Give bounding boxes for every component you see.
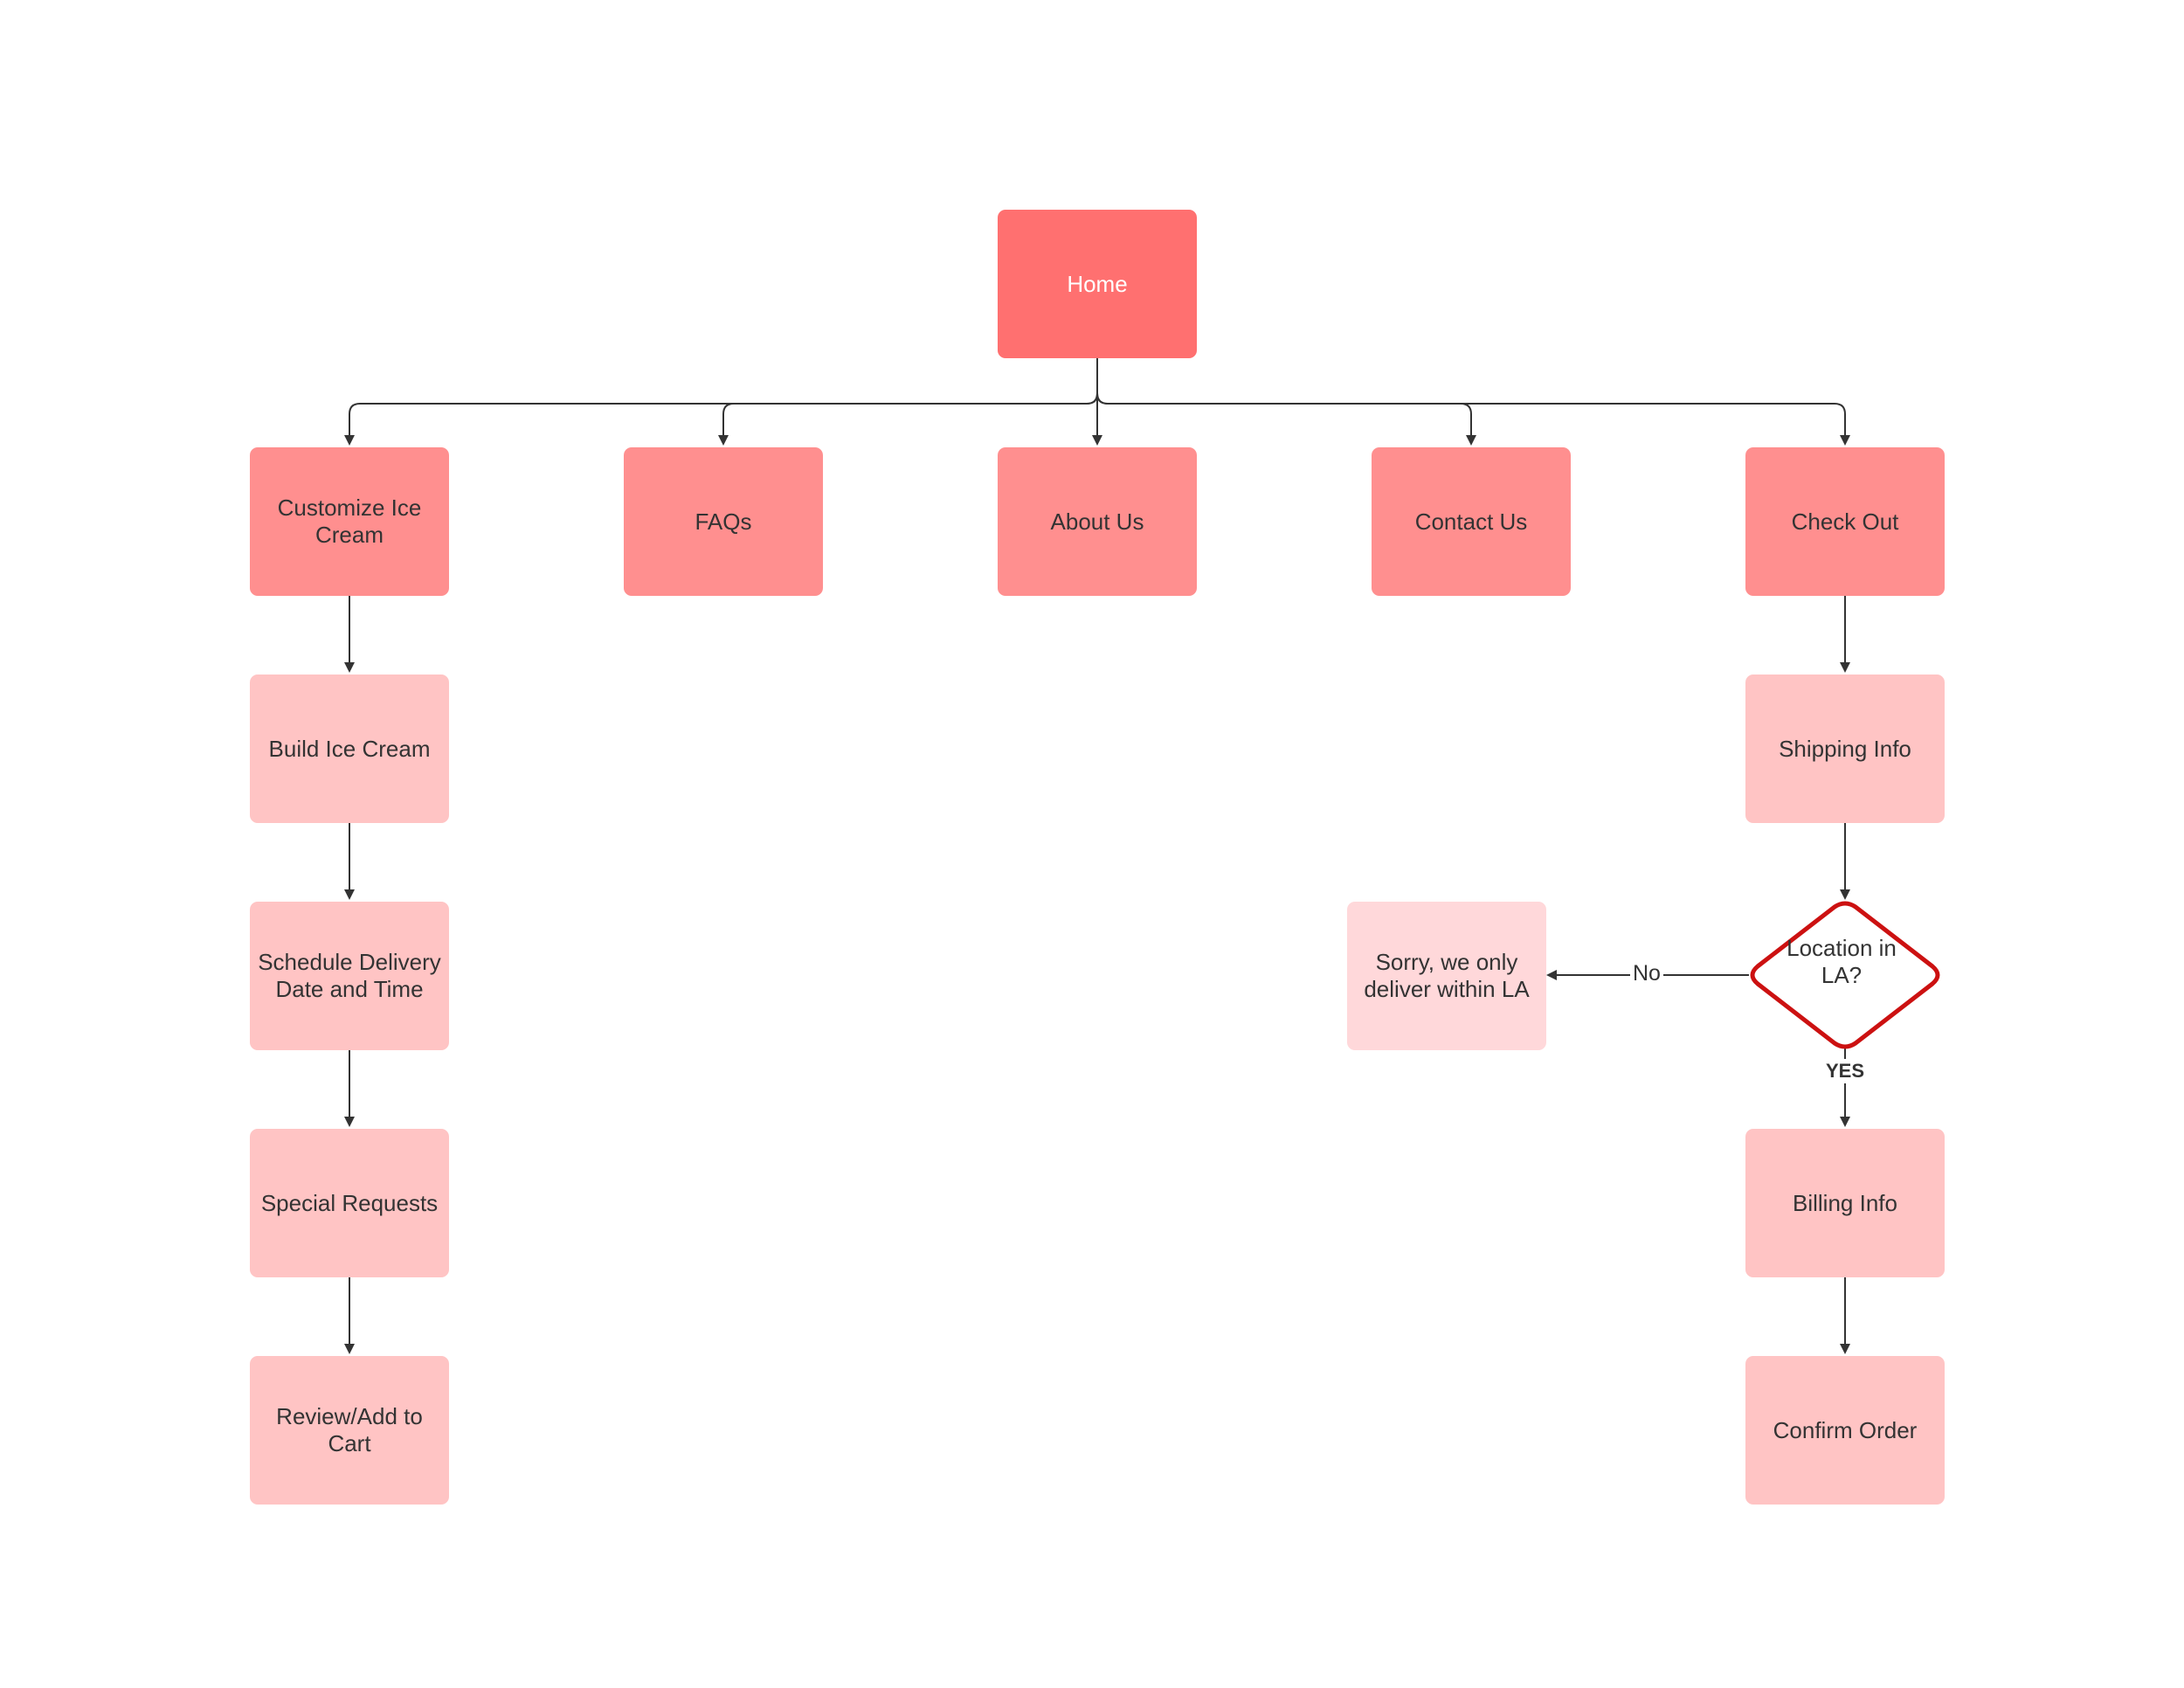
node-home[interactable]: Home [998, 210, 1197, 358]
edge-home-contact [1096, 392, 1476, 446]
edge-home-checkout [1096, 392, 1850, 446]
node-billing-info[interactable]: Billing Info [1745, 1129, 1945, 1277]
node-billing-info-label: Billing Info [1793, 1189, 1897, 1216]
edge-label-no: No [1630, 961, 1663, 986]
node-sorry-message[interactable]: Sorry, we only deliver within LA [1347, 902, 1546, 1050]
node-contact-us-label: Contact Us [1414, 508, 1528, 535]
node-special-requests-label: Special Requests [260, 1189, 439, 1216]
edge-label-yes: YES [1824, 1059, 1867, 1083]
node-customize-ice-cream-label: Customize Ice Cream [277, 495, 422, 548]
node-check-out[interactable]: Check Out [1745, 447, 1945, 596]
node-review-add-to-cart-label: Review/Add to Cart [276, 1403, 423, 1456]
node-check-out-label: Check Out [1791, 508, 1899, 535]
node-customize-ice-cream[interactable]: Customize Ice Cream [250, 447, 449, 596]
edge-home-faqs [718, 392, 1098, 446]
decision-label: Location in LA? [1787, 935, 1897, 988]
node-schedule-delivery-label: Schedule Delivery Date and Time [258, 949, 441, 1002]
node-special-requests[interactable]: Special Requests [250, 1129, 449, 1277]
node-about-us[interactable]: About Us [998, 447, 1197, 596]
node-confirm-order-label: Confirm Order [1773, 1416, 1918, 1443]
node-build-ice-cream[interactable]: Build Ice Cream [250, 675, 449, 823]
node-contact-us[interactable]: Contact Us [1372, 447, 1571, 596]
node-shipping-info[interactable]: Shipping Info [1745, 675, 1945, 823]
node-home-label: Home [1067, 270, 1128, 297]
node-faqs[interactable]: FAQs [624, 447, 823, 596]
node-build-ice-cream-label: Build Ice Cream [268, 735, 431, 762]
node-faqs-label: FAQs [695, 508, 752, 535]
node-schedule-delivery[interactable]: Schedule Delivery Date and Time [250, 902, 449, 1050]
decision-diamond[interactable] [1750, 901, 1940, 1049]
node-sorry-message-label: Sorry, we only deliver within LA [1364, 949, 1530, 1002]
node-review-add-to-cart[interactable]: Review/Add to Cart [250, 1356, 449, 1505]
node-confirm-order[interactable]: Confirm Order [1745, 1356, 1945, 1505]
node-shipping-info-label: Shipping Info [1779, 735, 1911, 762]
node-about-us-label: About Us [1050, 508, 1144, 535]
